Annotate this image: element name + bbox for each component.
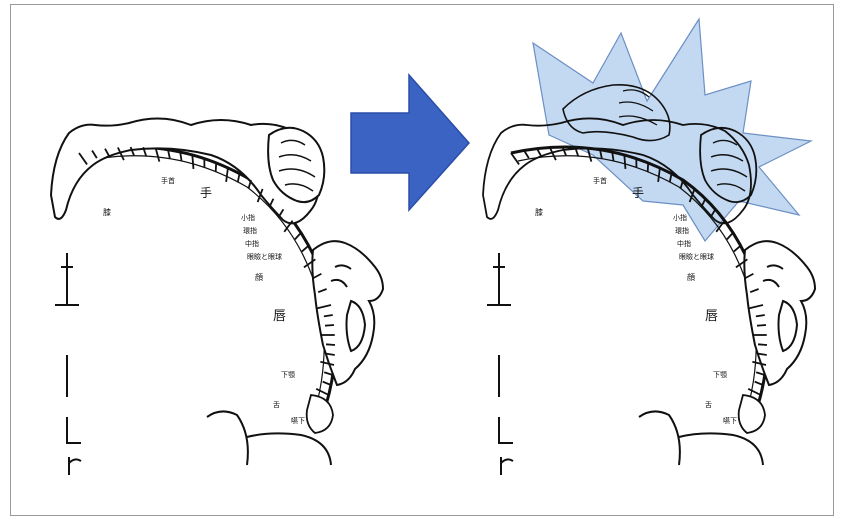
cortex-tick (316, 389, 329, 395)
cortex-tick (156, 148, 160, 161)
cortex-tick (295, 233, 301, 240)
cortex-tick (226, 168, 228, 182)
homunculus-figure: 手 唇 膝 手首 小指 環指 中指 眼瞼と眼球 顔 下顎 舌 嚥下 (11, 5, 835, 517)
label-little-finger: 小指 (241, 213, 255, 222)
cortex-tick (727, 233, 733, 240)
label-knee-right: 膝 (535, 207, 543, 217)
cortex-tick (192, 155, 193, 169)
cortex-tick (748, 389, 761, 395)
label-knee: 膝 (103, 207, 111, 217)
label-jaw: 下顎 (281, 371, 295, 379)
label-ring-finger: 環指 (243, 226, 257, 235)
figure-frame: 手 唇 膝 手首 小指 環指 中指 眼瞼と眼球 顔 下顎 舌 嚥下 (10, 4, 834, 516)
label-hand: 手 (200, 186, 212, 200)
cortex-tick (734, 246, 741, 252)
cortex-tick (511, 153, 519, 164)
label-face: 顔 (255, 272, 263, 282)
cortex-tick (302, 246, 309, 252)
label-middle-finger-right: 中指 (677, 239, 691, 248)
label-hand-right: 手 (632, 186, 644, 200)
label-jaw-right: 下顎 (713, 371, 727, 379)
label-face-right: 顔 (687, 272, 695, 282)
cortex-tick (524, 150, 529, 158)
left-margin-glyphs (55, 253, 81, 475)
cortex-tick (326, 344, 335, 345)
label-eyelid: 眼瞼と眼球 (247, 252, 282, 261)
cortex-tick (238, 174, 240, 183)
cortex-tick (323, 382, 331, 385)
label-lips: 唇 (273, 309, 286, 324)
label-middle-finger: 中指 (245, 239, 259, 248)
label-swallowing-right: 嚥下 (723, 416, 737, 425)
cortex-tick (249, 180, 251, 189)
label-little-finger-right: 小指 (673, 213, 687, 222)
cortex-tick (325, 325, 334, 326)
cortex-tick (758, 344, 767, 345)
label-wrist-right: 手首 (593, 176, 607, 185)
cortex-tick (755, 382, 763, 385)
label-lips-right: 唇 (705, 309, 718, 324)
label-swallowing: 嚥下 (291, 416, 305, 425)
label-ring-finger-right: 環指 (675, 226, 689, 235)
right-margin-glyphs (487, 253, 513, 475)
cortex-tick (624, 155, 625, 169)
homunculus-left: 手 唇 膝 手首 小指 環指 中指 眼瞼と眼球 顔 下顎 舌 嚥下 (51, 118, 383, 475)
right-arrow-icon (351, 75, 469, 210)
homunculus-right: 手 唇 膝 手首 小指 環指 中指 眼瞼と眼球 顔 下顎 舌 嚥下 (483, 19, 815, 475)
label-tongue: 舌 (273, 400, 280, 409)
label-wrist: 手首 (161, 176, 175, 185)
label-tongue-right: 舌 (705, 400, 712, 409)
cortex-tick (757, 325, 766, 326)
label-eyelid-right: 眼瞼と眼球 (679, 252, 714, 261)
